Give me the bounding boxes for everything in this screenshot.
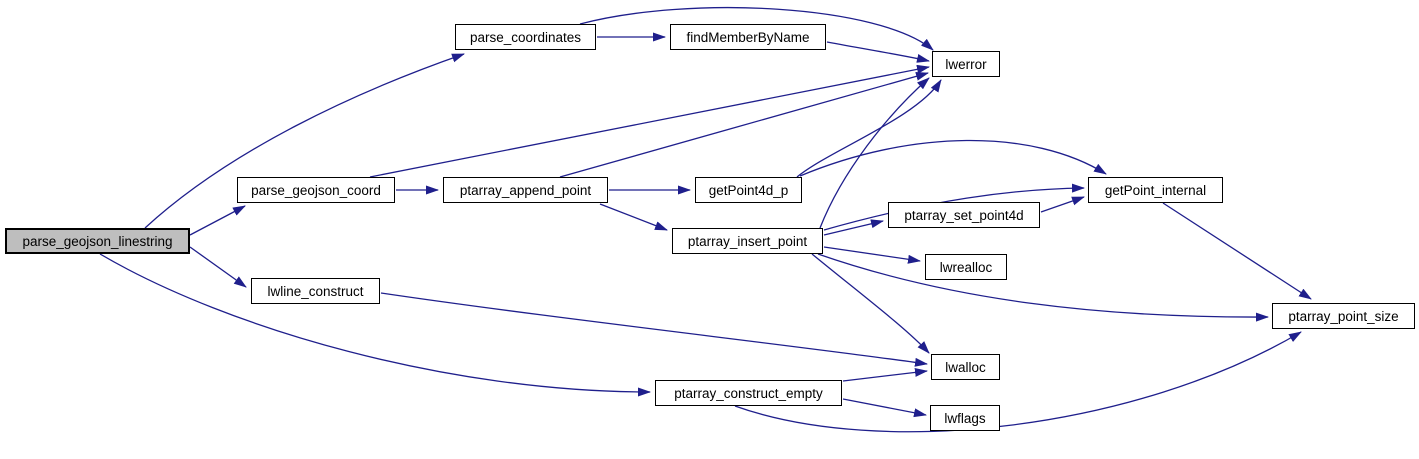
graph-node-label: lwline_construct bbox=[267, 283, 364, 299]
graph-node-lwrealloc[interactable]: lwrealloc bbox=[925, 254, 1007, 280]
graph-node-getPoint4d_p[interactable]: getPoint4d_p bbox=[695, 177, 802, 203]
graph-node-lwerror[interactable]: lwerror bbox=[932, 51, 1000, 77]
edge-getPoint_internal-to-ptarray_point_size bbox=[1162, 202, 1312, 300]
edge-lwline_construct-to-lwalloc bbox=[380, 292, 928, 367]
edge-parse_geojson_linestring-to-parse_geojson_coord bbox=[189, 205, 246, 236]
edge-ptarray_append_point-to-ptarray_insert_point bbox=[599, 203, 668, 231]
graph-node-parse_coordinates[interactable]: parse_coordinates bbox=[455, 24, 596, 50]
graph-node-label: findMemberByName bbox=[686, 29, 810, 45]
graph-node-ptarray_point_size[interactable]: ptarray_point_size bbox=[1272, 303, 1415, 329]
graph-node-label: ptarray_point_size bbox=[1288, 308, 1399, 324]
graph-node-label: lwrealloc bbox=[939, 259, 993, 275]
graph-node-label: ptarray_set_point4d bbox=[904, 207, 1024, 223]
edge-getPoint4d_p-to-getPoint_internal bbox=[799, 139, 1107, 177]
graph-node-parse_geojson_coord[interactable]: parse_geojson_coord bbox=[237, 177, 395, 203]
edge-parse_geojson_linestring-to-ptarray_construct_empty bbox=[99, 253, 651, 397]
edge-parse_geojson_coord-to-lwerror bbox=[369, 64, 930, 178]
graph-node-lwalloc[interactable]: lwalloc bbox=[931, 354, 1000, 380]
graph-node-label: parse_coordinates bbox=[469, 29, 582, 45]
edge-ptarray_insert_point-to-ptarray_set_point4d bbox=[823, 219, 884, 236]
graph-node-lwline_construct[interactable]: lwline_construct bbox=[251, 278, 380, 304]
graph-node-label: ptarray_append_point bbox=[459, 182, 592, 198]
graph-node-label: parse_geojson_linestring bbox=[22, 233, 173, 249]
graph-node-label: lwerror bbox=[945, 56, 987, 72]
graph-node-ptarray_construct_empty[interactable]: ptarray_construct_empty bbox=[655, 380, 842, 406]
graph-node-label: parse_geojson_coord bbox=[251, 182, 381, 198]
graph-node-label: getPoint_internal bbox=[1104, 182, 1207, 198]
edge-ptarray_set_point4d-to-getPoint_internal bbox=[1040, 196, 1085, 213]
edge-ptarray_insert_point-to-lwalloc bbox=[811, 253, 930, 354]
graph-node-label: ptarray_insert_point bbox=[687, 233, 808, 249]
edge-parse_geojson_linestring-to-parse_coordinates bbox=[144, 53, 465, 229]
edge-ptarray_insert_point-to-ptarray_point_size bbox=[817, 253, 1269, 322]
graph-node-findMemberByName[interactable]: findMemberByName bbox=[670, 24, 826, 50]
edge-ptarray_construct_empty-to-ptarray_point_size bbox=[734, 331, 1302, 433]
graph-node-label: ptarray_construct_empty bbox=[674, 385, 823, 401]
edge-ptarray_insert_point-to-lwrealloc bbox=[823, 246, 921, 264]
graph-node-label: lwalloc bbox=[945, 359, 986, 375]
graph-node-label: lwflags bbox=[944, 410, 986, 426]
edge-parse_coordinates-to-lwerror bbox=[579, 7, 934, 51]
graph-node-label: getPoint4d_p bbox=[708, 182, 789, 198]
graph-node-lwflags[interactable]: lwflags bbox=[930, 405, 1000, 431]
edge-ptarray_construct_empty-to-lwflags bbox=[842, 398, 927, 418]
edge-findMemberByName-to-lwerror bbox=[826, 41, 930, 63]
edge-ptarray_insert_point-to-lwerror bbox=[819, 77, 930, 229]
graph-node-ptarray_set_point4d[interactable]: ptarray_set_point4d bbox=[888, 202, 1040, 228]
edge-ptarray_insert_point-to-getPoint_internal bbox=[823, 183, 1085, 231]
edge-ptarray_construct_empty-to-lwalloc bbox=[842, 367, 928, 382]
edge-getPoint4d_p-to-lwerror bbox=[796, 79, 942, 178]
graph-node-ptarray_append_point[interactable]: ptarray_append_point bbox=[443, 177, 608, 203]
edge-ptarray_append_point-to-lwerror bbox=[559, 71, 929, 178]
graph-node-ptarray_insert_point[interactable]: ptarray_insert_point bbox=[672, 228, 823, 254]
edge-group bbox=[99, 7, 1312, 433]
edge-parse_geojson_linestring-to-lwline_construct bbox=[189, 246, 247, 288]
graph-node-getPoint_internal[interactable]: getPoint_internal bbox=[1088, 177, 1223, 203]
graph-node-parse_geojson_linestring[interactable]: parse_geojson_linestring bbox=[5, 228, 190, 254]
